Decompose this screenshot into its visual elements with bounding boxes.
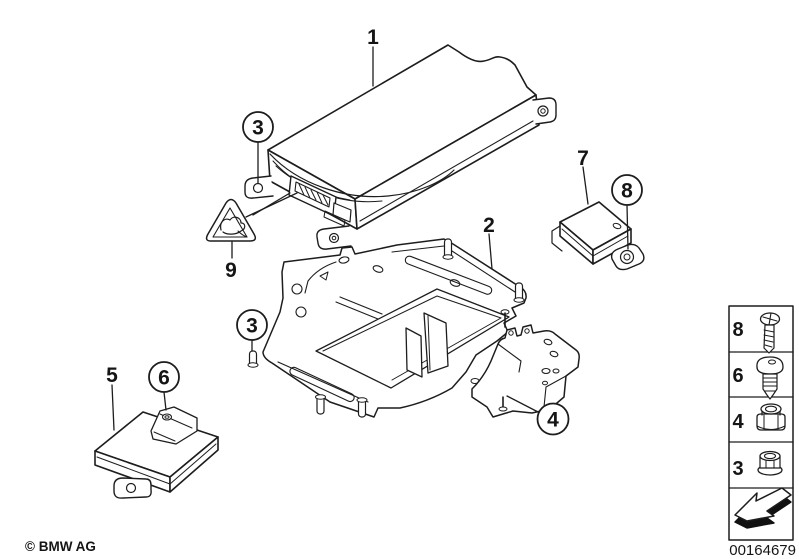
- part-1-control-unit-drawing: [244, 44, 557, 250]
- callout-2[interactable]: 2: [483, 214, 495, 237]
- callout-6-circle[interactable]: [148, 361, 180, 393]
- legend-row-8[interactable]: 8: [732, 312, 781, 354]
- diagram-number: 00164679: [729, 542, 796, 559]
- callout-7[interactable]: 7: [577, 147, 589, 170]
- callout-3-left-label[interactable]: 3: [246, 315, 258, 338]
- part-2-bracket-drawing: [247, 238, 527, 418]
- part-5-module-drawing: [94, 406, 219, 499]
- expansion-rivet-icon: [756, 356, 784, 400]
- legend-row-3-label[interactable]: 3: [732, 458, 743, 480]
- callout-2-label[interactable]: 2: [483, 214, 495, 237]
- callout-6[interactable]: 6: [148, 361, 180, 393]
- legend-row-3[interactable]: 3: [732, 450, 783, 481]
- callout-3-top-circle[interactable]: [242, 111, 274, 143]
- callout-4-circle[interactable]: [536, 402, 570, 436]
- part-7-module-drawing: [551, 201, 645, 271]
- legend-row-8-label[interactable]: 8: [732, 319, 743, 341]
- direction-arrow-icon: [734, 487, 792, 529]
- callout-3-left[interactable]: 3: [236, 309, 268, 341]
- leader-lines: [111, 46, 629, 431]
- copyright-text: © BMW AG: [25, 539, 96, 554]
- lock-nut-icon: [756, 403, 786, 431]
- legend-row-4[interactable]: 4: [732, 403, 786, 433]
- part-5-clip-mount: [150, 406, 198, 445]
- bracket-pins: [247, 238, 525, 418]
- part-4-bracket-extension-drawing: [471, 324, 580, 418]
- tapping-screw-icon: [759, 312, 781, 354]
- part-1-left-tab: [244, 175, 274, 199]
- callout-5-label[interactable]: 5: [106, 364, 118, 387]
- callout-3-left-circle[interactable]: [236, 309, 268, 341]
- callout-8-label[interactable]: 8: [621, 180, 633, 203]
- callout-1-label[interactable]: 1: [367, 26, 379, 49]
- callout-5[interactable]: 5: [106, 364, 118, 387]
- legend-row-6[interactable]: 6: [732, 356, 784, 400]
- part-1-right-tab: [532, 97, 557, 125]
- legend-row-6-label[interactable]: 6: [732, 365, 743, 387]
- callout-6-label[interactable]: 6: [158, 367, 170, 390]
- callout-9[interactable]: 9: [225, 259, 237, 282]
- legend-row-4-label[interactable]: 4: [732, 411, 744, 433]
- callout-9-label[interactable]: 9: [225, 259, 237, 282]
- connector-hatch: [298, 183, 329, 206]
- callout-7-label[interactable]: 7: [577, 147, 589, 170]
- part-1-bottom-tab: [316, 225, 352, 250]
- callout-8-circle[interactable]: [611, 174, 643, 206]
- part-7-tab: [610, 243, 645, 271]
- callout-3-top[interactable]: 3: [242, 111, 274, 143]
- part-9-warning-triangle-icon: [205, 198, 257, 242]
- callout-1[interactable]: 1: [367, 26, 379, 49]
- fastener-legend: 8 6 4: [728, 305, 794, 541]
- callout-4-label[interactable]: 4: [547, 409, 559, 432]
- callout-8[interactable]: 8: [611, 174, 643, 206]
- callout-3-top-label[interactable]: 3: [252, 117, 264, 140]
- hex-flange-nut-icon: [757, 450, 783, 476]
- callout-4[interactable]: 4: [536, 402, 570, 436]
- part-5-tab: [113, 477, 152, 499]
